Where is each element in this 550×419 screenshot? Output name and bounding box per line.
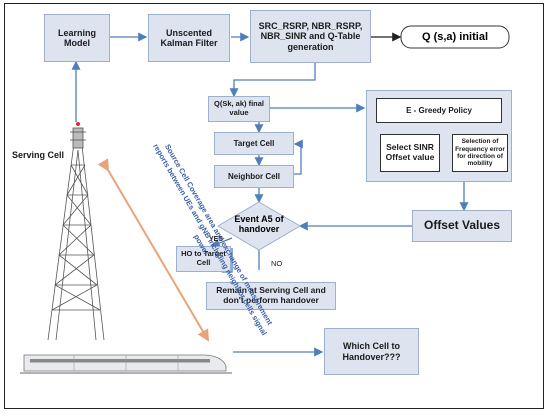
event-a5-decision	[217, 201, 301, 251]
q-final-label: Q(Sk, ak) final value	[213, 99, 264, 117]
select-sinr-label: Select SINR Offset value	[385, 142, 435, 162]
yes-label: YES	[209, 236, 224, 243]
target-cell-label: Target Cell	[233, 138, 275, 148]
ho-target-label: HO to Target Cell	[181, 249, 226, 267]
frequency-error-box: Selection of Frequency error for directi…	[452, 134, 508, 172]
target-cell-box: Target Cell	[214, 132, 294, 155]
which-cell-label: Which Cell to Handover???	[342, 341, 401, 362]
train-icon	[20, 354, 232, 374]
q-final-box: Q(Sk, ak) final value	[208, 96, 270, 122]
learning-model-label: Learning Model	[57, 27, 96, 48]
q-initial-label: Q (s,a) initial	[401, 26, 509, 48]
offset-values-label: Offset Values	[423, 218, 501, 233]
remain-box: Remain at Serving Cell and don't perform…	[206, 282, 336, 310]
egreedy-box: E - Greedy Policy	[376, 98, 502, 123]
q-initial-shape	[400, 25, 510, 49]
which-cell-box: Which Cell to Handover???	[324, 328, 419, 375]
no-label: NO	[271, 259, 283, 268]
neighbor-cell-label: Neighbor Cell	[227, 171, 280, 181]
egreedy-label: E - Greedy Policy	[406, 105, 472, 115]
neighbor-cell-box: Neighbor Cell	[214, 165, 294, 188]
coverage-arrow	[97, 158, 210, 342]
frequency-error-label: Selection of Frequency error for directi…	[455, 138, 505, 168]
q-initial-text: Q (s,a) initial	[421, 31, 488, 43]
event-a5-label: Event A5 of handover	[226, 214, 292, 235]
offset-values-box: Offset Values	[412, 210, 512, 242]
select-sinr-box: Select SINR Offset value	[380, 134, 440, 172]
generation-label: SRC_RSRP, NBR_RSRP, NBR_SINR and Q-Table…	[258, 20, 363, 52]
serving-cell-label: Serving Cell	[12, 150, 65, 160]
generation-box: SRC_RSRP, NBR_RSRP, NBR_SINR and Q-Table…	[250, 10, 371, 63]
event-a5-text: Event A5 of handover	[234, 214, 284, 235]
learning-model-box: Learning Model	[44, 14, 110, 62]
remain-label: Remain at Serving Cell and don't perform…	[216, 285, 326, 305]
ukf-label: Unscented Kalman Filter	[160, 27, 218, 48]
ukf-box: Unscented Kalman Filter	[148, 14, 230, 62]
ho-target-box: HO to Target Cell	[176, 246, 231, 272]
diagram-frame	[4, 3, 544, 409]
